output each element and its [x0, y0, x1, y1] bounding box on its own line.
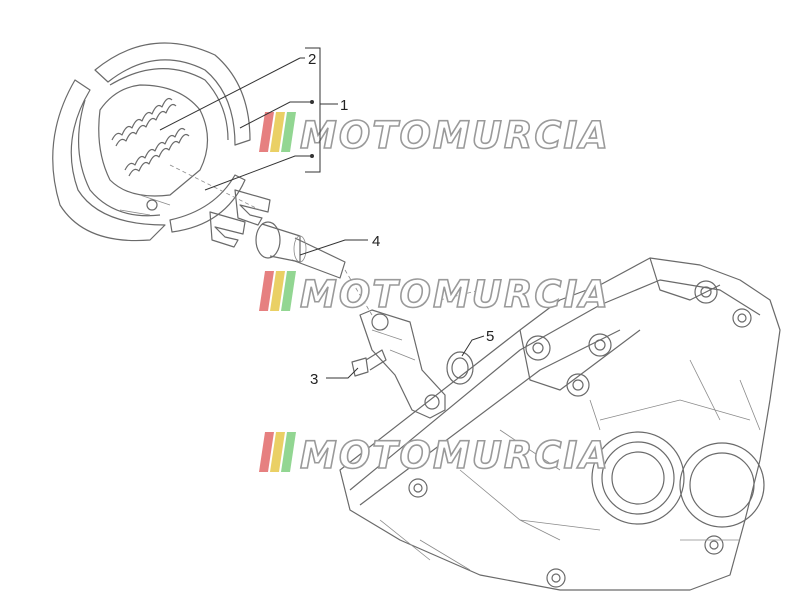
- watermark-stripe: [270, 112, 285, 152]
- alignment-lines: [169, 164, 481, 316]
- watermark-stripe: [259, 271, 274, 311]
- watermark-stripe: [259, 112, 274, 152]
- watermark-bottom: MOTOMURCIA: [259, 432, 610, 478]
- leader-line-1a: [239, 101, 312, 129]
- watermark-top: MOTOMURCIA: [259, 112, 610, 158]
- engine-crankcase: [339, 257, 781, 591]
- watermark-stripe: [281, 271, 296, 311]
- leader-dot: [310, 100, 314, 104]
- retaining-clips: [209, 189, 271, 248]
- watermark-text: MOTOMURCIA: [300, 114, 610, 157]
- leader-line-3: [326, 367, 359, 379]
- watermark-stripe: [281, 112, 296, 152]
- leader-line-4: [299, 239, 368, 256]
- washer: [446, 351, 474, 385]
- watermark-middle: MOTOMURCIA: [259, 271, 610, 317]
- callout-4: 4: [372, 233, 380, 250]
- watermark-stripe: [270, 271, 285, 311]
- bracket-1: [305, 47, 321, 173]
- watermark-stripe: [281, 432, 296, 472]
- brake-lever: [359, 309, 446, 419]
- brake-cam-shaft: [255, 221, 346, 279]
- watermark-text: MOTOMURCIA: [300, 273, 610, 316]
- callout-1: 1: [340, 97, 348, 114]
- leader-line-5: [461, 335, 485, 357]
- callout-2: 2: [308, 51, 316, 68]
- spring-lower: [124, 127, 190, 177]
- callout-3: 3: [310, 371, 318, 388]
- leader-dot: [310, 154, 314, 158]
- brake-shoe-assembly: [52, 42, 251, 242]
- callout-5: 5: [486, 328, 494, 345]
- spring-upper: [111, 97, 177, 147]
- watermark-stripe: [270, 432, 285, 472]
- bolt: [351, 349, 387, 377]
- leader-line-1b: [204, 155, 312, 191]
- watermark-text: MOTOMURCIA: [300, 434, 610, 477]
- watermark-stripe: [259, 432, 274, 472]
- leader-line-2: [159, 57, 305, 131]
